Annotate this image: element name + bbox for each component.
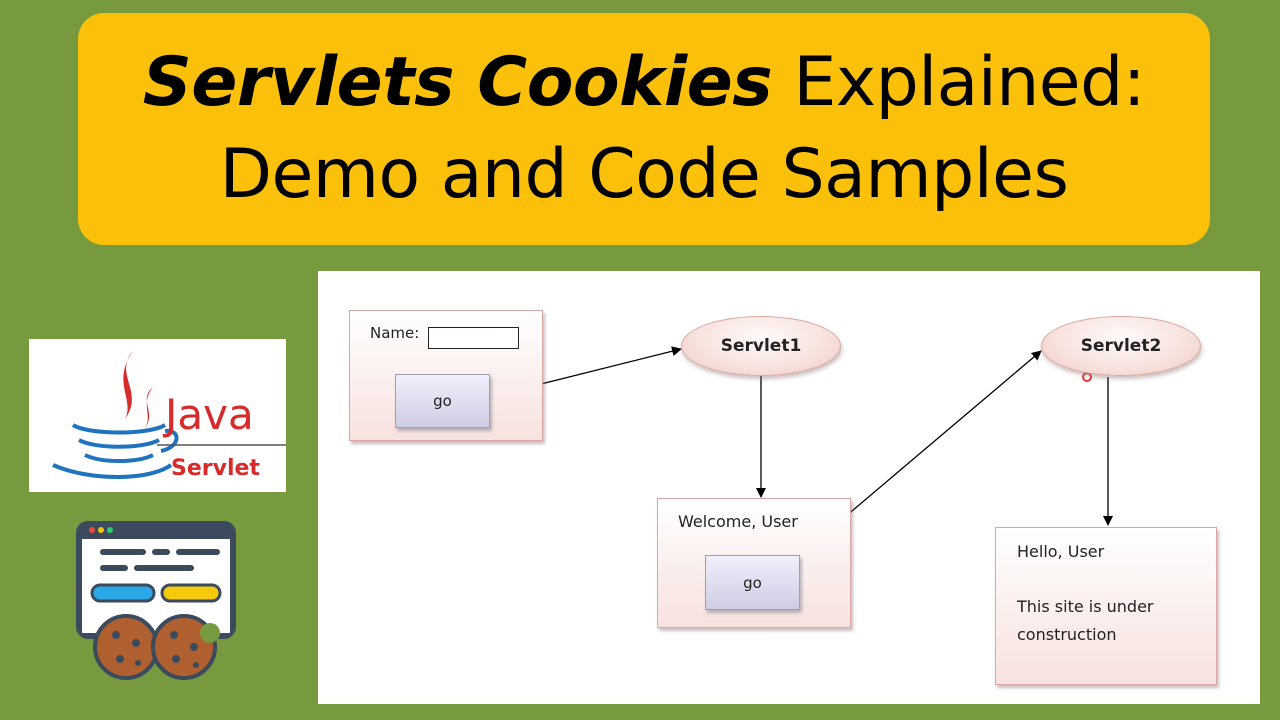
title-banner: Servlets Cookies Explained: Demo and Cod… bbox=[78, 13, 1210, 245]
name-label: Name: bbox=[370, 324, 420, 342]
browser-cookies-icon bbox=[76, 521, 236, 680]
name-input[interactable] bbox=[428, 327, 519, 349]
java-cup-icon: Java Servlet bbox=[52, 351, 286, 481]
title-bold: Servlets Cookies bbox=[142, 43, 773, 122]
form-go-button[interactable]: go bbox=[395, 374, 490, 428]
hello-line-1: Hello, User bbox=[1017, 542, 1105, 561]
welcome-go-button[interactable]: go bbox=[705, 555, 800, 610]
servlet-text: Servlet bbox=[171, 456, 260, 481]
title-line-1: Servlets Cookies Explained: bbox=[142, 37, 1146, 129]
hello-line-2: This site is under bbox=[1017, 597, 1154, 616]
cursor-marker bbox=[1082, 372, 1092, 382]
java-text: Java bbox=[162, 390, 254, 439]
welcome-text: Welcome, User bbox=[678, 512, 798, 531]
hello-line-3: construction bbox=[1017, 625, 1117, 644]
hello-box bbox=[995, 527, 1217, 685]
title-line-2: Demo and Code Samples bbox=[219, 135, 1069, 214]
servlet1-node: Servlet1 bbox=[681, 316, 841, 376]
servlet-flow-diagram: Name: go Servlet1 Servlet2 Welcome, User… bbox=[318, 271, 1260, 704]
title-rest: Explained: bbox=[772, 43, 1146, 122]
servlet2-node: Servlet2 bbox=[1041, 316, 1201, 376]
java-servlet-logo: Java Servlet bbox=[29, 339, 286, 492]
